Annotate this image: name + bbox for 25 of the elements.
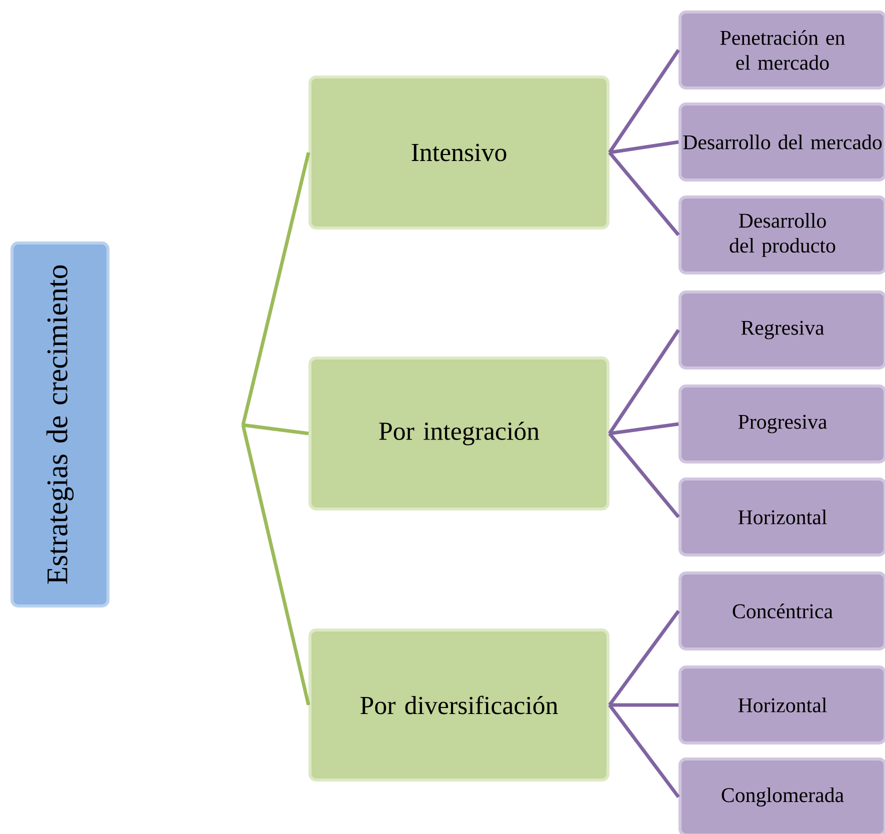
category-box: Por integración bbox=[308, 356, 610, 510]
connector-line bbox=[241, 152, 310, 426]
connector-line bbox=[608, 151, 680, 236]
strategy-box: Penetración en el mercado bbox=[678, 10, 885, 90]
connector-line bbox=[608, 329, 680, 434]
connector-line bbox=[608, 49, 680, 154]
connector-line bbox=[610, 703, 678, 707]
connector-line bbox=[609, 140, 679, 154]
connector-line bbox=[242, 423, 309, 436]
connector-line bbox=[608, 704, 680, 798]
connector-line bbox=[608, 432, 680, 518]
strategy-box: Concéntrica bbox=[678, 572, 885, 650]
connector-line bbox=[241, 424, 310, 706]
connector-line bbox=[609, 422, 679, 436]
strategy-box: Conglomerada bbox=[678, 758, 885, 834]
strategy-box: Desarrollo del mercado bbox=[678, 102, 885, 182]
strategy-box: Horizontal bbox=[678, 478, 885, 556]
root-box: Estrategias de crecimiento bbox=[10, 242, 110, 608]
category-box: Intensivo bbox=[308, 76, 610, 230]
strategy-box: Progresiva bbox=[678, 384, 885, 464]
connector-line bbox=[608, 610, 680, 706]
strategy-box: Regresiva bbox=[678, 290, 885, 370]
category-box: Por diversificación bbox=[308, 628, 610, 782]
strategy-box: Horizontal bbox=[678, 666, 885, 744]
strategy-box: Desarrollo del producto bbox=[678, 196, 885, 274]
